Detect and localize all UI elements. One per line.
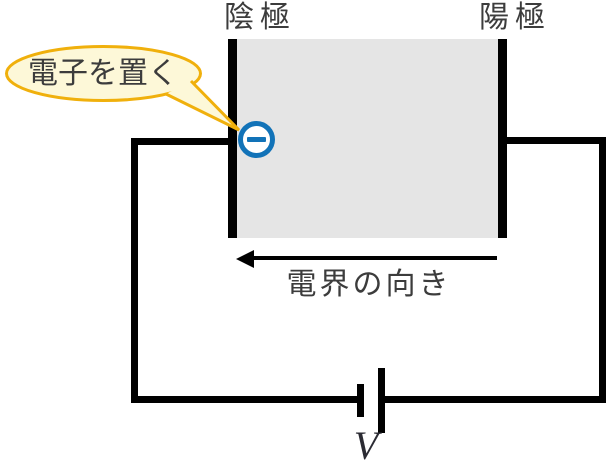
cathode-label: 陰極 — [224, 1, 296, 34]
wire-bottom-left — [131, 396, 357, 403]
anode-label: 陽極 — [479, 1, 551, 34]
wire-right-vertical — [599, 137, 606, 403]
electron-icon — [238, 121, 275, 158]
wire-bottom-right — [385, 396, 606, 403]
battery-positive-plate — [378, 368, 385, 433]
voltage-label: V — [353, 423, 379, 468]
wire-left-horizontal — [131, 138, 228, 145]
wire-right-horizontal — [507, 137, 606, 144]
field-direction-label: 電界の向き — [286, 268, 452, 301]
battery-negative-plate — [357, 384, 364, 417]
anode-electrode-bar — [498, 39, 507, 238]
cathode-electrode-bar — [228, 39, 237, 238]
speech-bubble-body — [5, 45, 202, 102]
speech-bubble — [5, 45, 241, 132]
minus-icon — [247, 136, 266, 143]
wire-left-vertical — [131, 138, 138, 403]
speech-bubble-text: 電子を置く — [28, 57, 178, 90]
electric-field-region — [237, 39, 498, 238]
left-arrowhead-icon — [236, 250, 254, 268]
field-direction-arrow-line — [252, 256, 497, 260]
speech-bubble-tail — [165, 79, 241, 132]
